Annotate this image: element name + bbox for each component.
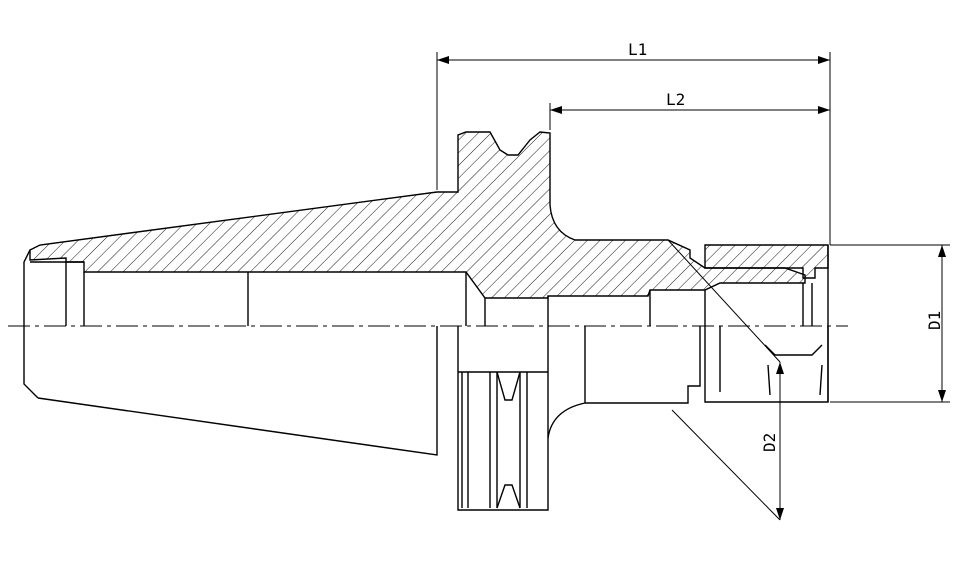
slot-left xyxy=(65,262,85,326)
label-d1: D1 xyxy=(925,311,944,330)
hatched-section xyxy=(29,131,829,299)
dimensions xyxy=(436,52,950,521)
flange-groove-a xyxy=(461,372,469,508)
nut-lower xyxy=(704,326,829,403)
lower-taper xyxy=(37,326,438,456)
flange-groove-c xyxy=(519,372,528,508)
outline xyxy=(23,245,829,511)
body-section xyxy=(29,131,806,299)
neck-lower xyxy=(547,326,701,439)
leader-upper xyxy=(667,239,781,363)
left-end-face xyxy=(23,249,39,399)
leader-lower xyxy=(671,409,781,521)
nut-ring xyxy=(764,344,823,356)
label-d2: D2 xyxy=(760,433,779,452)
flange-groove-b xyxy=(489,372,498,508)
nut-end xyxy=(802,283,813,326)
nut-ring-2 xyxy=(767,364,823,396)
label-l2: L2 xyxy=(666,90,685,109)
flange-v xyxy=(496,371,521,401)
flange-lower xyxy=(457,326,549,511)
label-l1: L1 xyxy=(628,40,647,59)
flange-v-bottom xyxy=(496,484,521,509)
